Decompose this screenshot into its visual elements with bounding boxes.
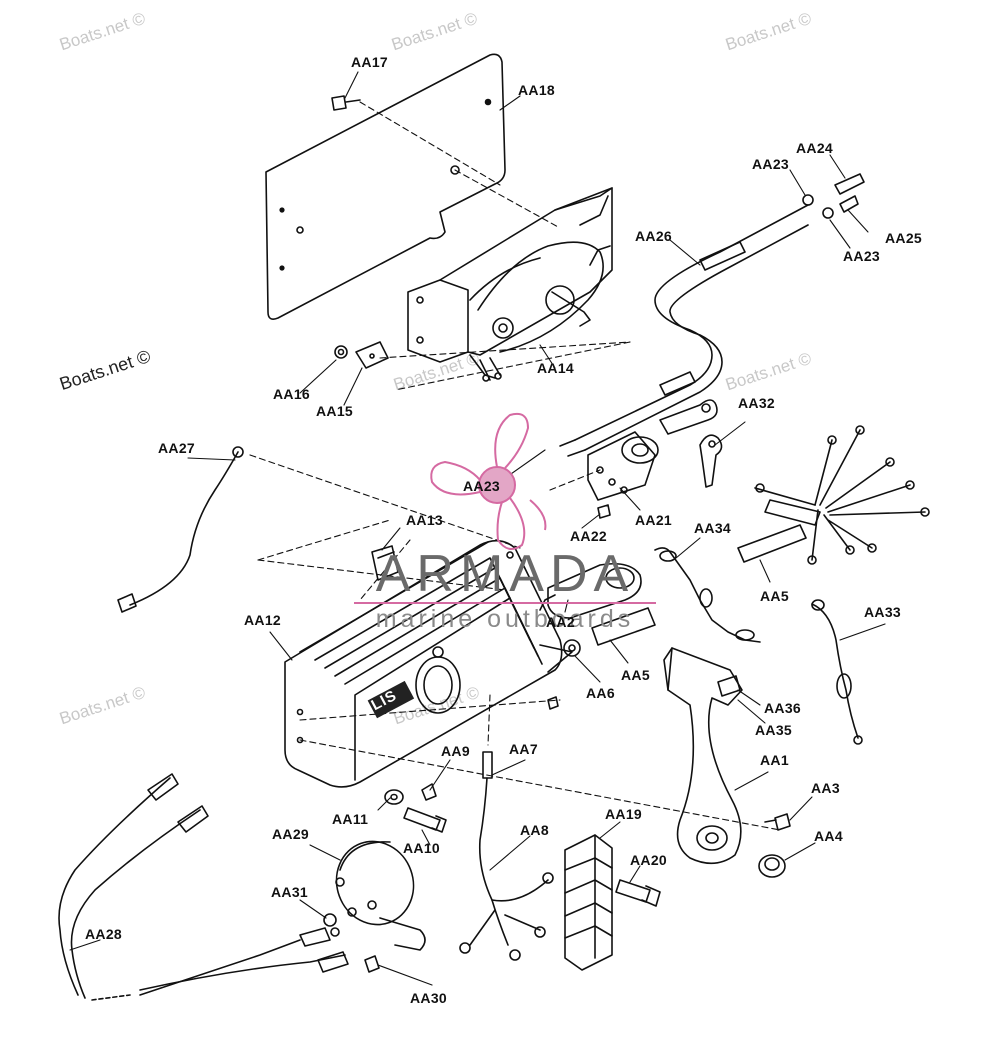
lanyard-aa34: [654, 547, 761, 643]
label-aa33: AA33: [864, 604, 901, 620]
label-aa3: AA3: [811, 780, 840, 796]
label-aa4: AA4: [814, 828, 843, 844]
label-aa23-center: AA23: [463, 478, 500, 494]
label-aa29: AA29: [272, 826, 309, 842]
label-aa19: AA19: [605, 806, 642, 822]
brand-logo-mark: [430, 412, 547, 550]
label-aa31: AA31: [271, 884, 308, 900]
label-aa28: AA28: [85, 926, 122, 942]
label-aa10: AA10: [403, 840, 440, 856]
washer-aa11: [384, 789, 404, 805]
label-aa18: AA18: [518, 82, 555, 98]
horn-aa29: [335, 840, 426, 951]
label-aa17: AA17: [351, 54, 388, 70]
label-aa1: AA1: [760, 752, 789, 768]
wire-aa27: [117, 446, 244, 613]
clip-aa25: [839, 195, 859, 213]
label-aa5-right: AA5: [760, 588, 789, 604]
brand-name: ARMADA: [375, 545, 635, 603]
nut-aa6: [563, 639, 581, 657]
wire-aa7: [459, 751, 554, 961]
housing-badge: [367, 680, 415, 719]
screw-aa9: [421, 783, 437, 801]
label-aa9: AA9: [441, 743, 470, 759]
label-aa7: AA7: [509, 741, 538, 757]
mounting-plate-aa18: [265, 53, 506, 320]
label-aa11: AA11: [332, 811, 369, 827]
bracket-aa15: [355, 341, 389, 369]
pin-aa24: [834, 173, 865, 195]
cap-aa4: [758, 854, 786, 878]
label-aa22: AA22: [570, 528, 607, 544]
wires-aa28: [58, 773, 349, 1001]
nut-aa23-lower: [822, 207, 834, 219]
label-aa25: AA25: [885, 230, 922, 246]
brand-rule: [354, 602, 656, 604]
label-aa26: AA26: [635, 228, 672, 244]
control-lever-aa1: [663, 647, 743, 865]
keys-aa32: [659, 399, 723, 488]
label-aa36: AA36: [764, 700, 801, 716]
sleeve-aa5-center: [591, 607, 656, 646]
label-aa30: AA30: [410, 990, 447, 1006]
label-aa16: AA16: [273, 386, 310, 402]
label-aa23-right: AA23: [843, 248, 880, 264]
label-aa14: AA14: [537, 360, 574, 376]
label-aa2: AA2: [546, 614, 575, 630]
terminal-block-aa19: [564, 834, 613, 971]
label-aa15: AA15: [316, 403, 353, 419]
label-aa12: AA12: [244, 612, 281, 628]
control-mechanism-aa14: [407, 187, 613, 382]
switch-aa2: [539, 562, 642, 619]
label-aa6: AA6: [586, 685, 615, 701]
label-aa35: AA35: [755, 722, 792, 738]
cables-aa26: [559, 204, 809, 457]
label-aa27: AA27: [158, 440, 195, 456]
nut-aa23-upper: [802, 194, 814, 206]
label-aa32: AA32: [738, 395, 775, 411]
screw-aa22: [597, 504, 611, 519]
label-aa13: AA13: [406, 512, 443, 528]
clip-aa13: [371, 545, 399, 581]
label-aa8: AA8: [520, 822, 549, 838]
label-aa5-center: AA5: [621, 667, 650, 683]
label-aa21: AA21: [635, 512, 672, 528]
label-aa34: AA34: [694, 520, 731, 536]
nut-aa16: [334, 345, 348, 359]
nut-aa31: [323, 913, 340, 937]
label-aa23-top: AA23: [752, 156, 789, 172]
brand-watermark: ARMADA marine outboards: [350, 548, 660, 632]
screw-aa30: [364, 955, 380, 973]
wire-harness: [754, 425, 930, 565]
screw-aa17: [331, 95, 361, 111]
label-aa20: AA20: [630, 852, 667, 868]
brand-subtitle: marine outboards: [375, 605, 635, 633]
control-housing-aa12: [284, 539, 573, 788]
wire-aa33: [811, 599, 863, 745]
screw-aa20: [615, 879, 661, 907]
ignition-switch-aa21: [587, 431, 659, 501]
sleeve-aa5-right: [737, 524, 807, 563]
screw-aa3: [764, 813, 791, 831]
label-aa24: AA24: [796, 140, 833, 156]
screw-aa10: [403, 807, 447, 833]
